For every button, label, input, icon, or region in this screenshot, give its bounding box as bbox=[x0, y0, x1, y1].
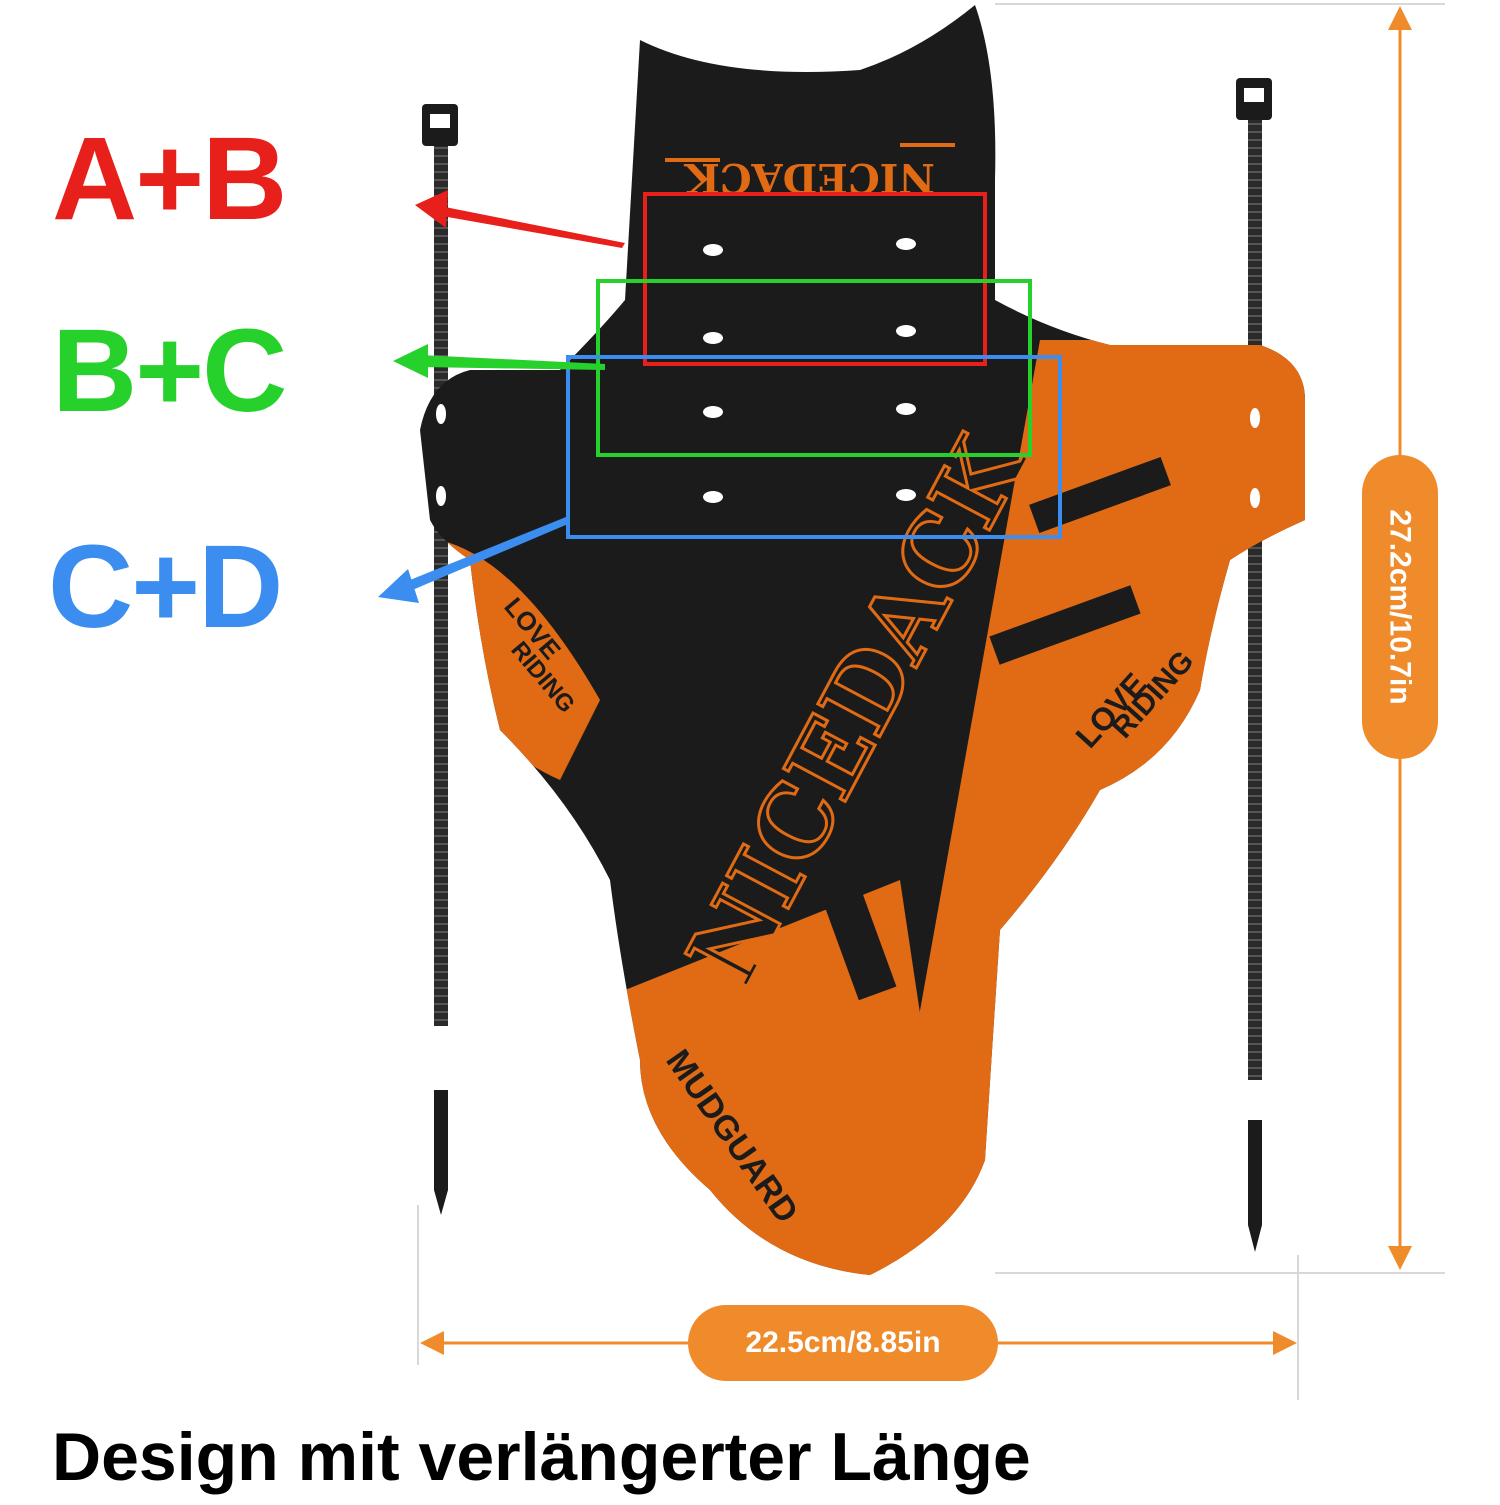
height-dimension-badge: 27.2cm/10.7in bbox=[1362, 455, 1438, 759]
height-dimension-text: 27.2cm/10.7in bbox=[1384, 509, 1418, 705]
zone-label-bc: B+C bbox=[52, 305, 287, 437]
arrow-bc bbox=[393, 344, 605, 378]
arrow-ab bbox=[415, 190, 625, 248]
width-dimension-text: 22.5cm/8.85in bbox=[745, 1326, 941, 1359]
zone-label-cd: C+D bbox=[48, 521, 283, 653]
cable-tie-right bbox=[1236, 78, 1272, 1252]
zone-label-ab: A+B bbox=[52, 113, 287, 245]
cable-tie-left bbox=[422, 104, 458, 1215]
orange-left-wing bbox=[440, 540, 600, 780]
zone-box-cd bbox=[566, 355, 1062, 539]
caption-text: Design mit verlängerter Länge bbox=[52, 1419, 1031, 1495]
mounting-holes bbox=[436, 238, 1260, 508]
arrow-cd bbox=[378, 517, 568, 603]
mudguard: NICEDACK NICEDACK LOVE RIDING LOVE RIDIN… bbox=[420, 5, 1305, 1275]
width-dimension-badge: 22.5cm/8.85in bbox=[688, 1305, 998, 1381]
orange-right-wing bbox=[1060, 560, 1218, 780]
